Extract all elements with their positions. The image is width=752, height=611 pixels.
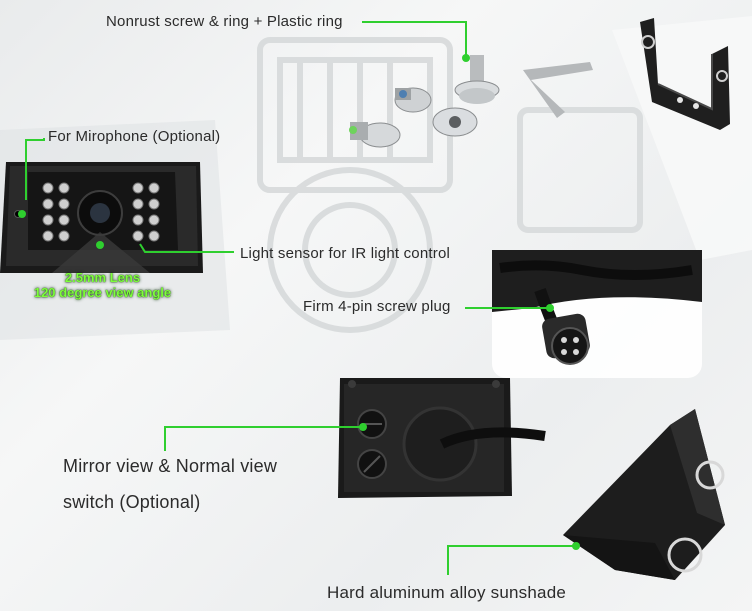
mirror-switch-label-line2: switch (Optional)	[63, 492, 201, 512]
mounting-bracket-image	[640, 18, 730, 130]
screw-plug-label: Firm 4-pin screw plug	[303, 298, 451, 315]
screw-4	[349, 122, 401, 148]
screw-label: Nonrust screw & ring + Plastic ring	[106, 13, 343, 30]
leader-dot-mic	[18, 210, 26, 218]
light-sensor-label: Light sensor for IR light control	[240, 245, 451, 262]
screw-plug-image	[492, 250, 702, 378]
camera-front-image	[0, 162, 203, 273]
leader-dot-sensor	[96, 241, 104, 249]
mirror-switch-label-line1: Mirror view & Normal view	[63, 456, 278, 476]
microphone-label: For Mirophone (Optional)	[48, 128, 221, 145]
lens-focal-text: 2.5mm Lens	[64, 270, 141, 285]
sunshade-label: Hard aluminum alloy sunshade	[327, 583, 567, 602]
hex-key	[523, 62, 593, 118]
leader-dot-plug	[546, 304, 554, 312]
screw-3	[432, 107, 478, 137]
screws-image	[349, 55, 593, 148]
sunshade-image	[563, 409, 725, 580]
lens-info: 2.5mm Lens 120 degree view angle	[0, 270, 205, 300]
leader-dot-switch	[359, 423, 367, 431]
screw-1	[454, 55, 500, 104]
leader-dot-screw	[462, 54, 470, 62]
leader-dot-sunshade	[572, 542, 580, 550]
lens-angle-text: 120 degree view angle	[33, 285, 172, 300]
screw-2	[394, 87, 432, 113]
mirror-switch-label: Mirror view & Normal view switch (Option…	[63, 448, 323, 520]
